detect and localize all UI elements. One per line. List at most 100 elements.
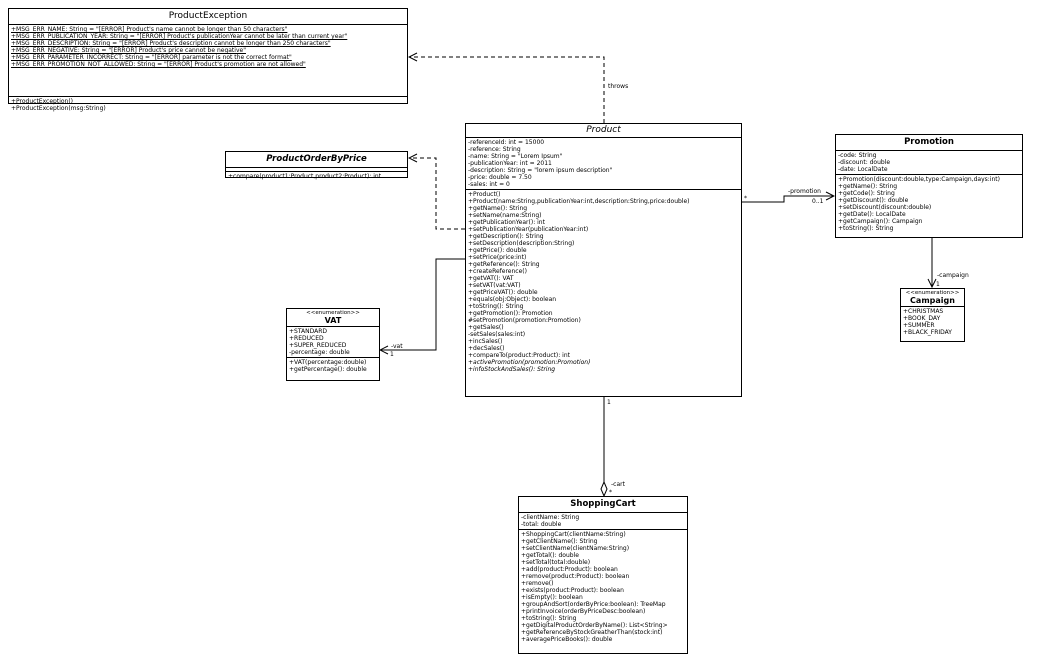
attribute: -percentage: double	[289, 349, 350, 356]
attribute: -description: String = "lorem ipsum desc…	[468, 167, 613, 174]
method: +getCode(): String	[838, 190, 895, 197]
stereotype-label: <<enumeration>>	[905, 290, 960, 296]
method: +equals(obj:Object): boolean	[468, 296, 557, 303]
promotion-source-multiplicity: *	[744, 195, 747, 202]
method: +setDiscount(discount:double)	[838, 204, 932, 211]
method: +setDescription(description:String)	[468, 240, 575, 247]
cart-role-label: -cart	[611, 481, 625, 488]
method: +getDescription(): String	[468, 233, 544, 240]
attribute: -sales: int = 0	[468, 181, 510, 188]
attribute: +MSG_ERR_NEGATIVE: String = "[ERROR] Pro…	[11, 47, 246, 54]
method: +groupAndSort(orderByPrice:boolean): Tre…	[521, 601, 666, 608]
methods-section: +compare(product1:Product,product2:Produ…	[226, 172, 407, 181]
cart-target-multiplicity: *	[609, 489, 612, 496]
method: +remove()	[521, 580, 554, 587]
aggregation-diamond-icon	[600, 480, 608, 498]
campaign-target-multiplicity: 1	[936, 281, 940, 288]
attribute: -clientName: String	[521, 514, 580, 521]
method: +setVAT(vat:VAT)	[468, 282, 521, 289]
method: +getSales()	[468, 324, 504, 331]
method: -setSales(sales:int)	[468, 331, 526, 338]
attributes-section: +MSG_ERR_NAME: String = "[ERROR] Product…	[9, 25, 407, 97]
method: +getReference(): String	[468, 261, 540, 268]
attribute: -total: double	[521, 521, 562, 528]
enum-campaign[interactable]: <<enumeration>> Campaign +CHRISTMAS +BOO…	[900, 288, 965, 342]
method: +getTotal(): double	[521, 552, 579, 559]
method: +toString(): String	[521, 615, 577, 622]
class-product[interactable]: Product -referenceId: int = 15000 -refer…	[465, 123, 742, 397]
enum-literal: +CHRISTMAS	[903, 308, 944, 315]
method: +setClientName(clientName:String)	[521, 545, 630, 552]
method: +getClientName(): String	[521, 538, 598, 545]
enum-literal: +STANDARD	[289, 328, 328, 335]
method: +VAT(percentage:double)	[289, 359, 367, 366]
literals-section: +STANDARD +REDUCED +SUPER_REDUCED -perce…	[287, 327, 379, 358]
method: +ProductException(msg:String)	[11, 105, 106, 112]
methods-section: +ShoppingCart(clientName:String) +getCli…	[519, 530, 687, 644]
method: +isEmpty(): boolean	[521, 594, 583, 601]
stereotype-label: <<enumeration>>	[306, 310, 360, 316]
abstract-method: +activePromotion(promotion:Promotion)	[468, 359, 591, 366]
method: +getName(): String	[468, 205, 528, 212]
method: +toString(): String	[468, 303, 524, 310]
attribute: -name: String = "Lorem Ipsum"	[468, 153, 563, 160]
method: +incSales()	[468, 338, 503, 345]
enum-literal: +SUPER_REDUCED	[289, 342, 347, 349]
abstract-method: +infoStockAndSales(): String	[468, 366, 556, 373]
method: #setPromotion(promotion:Promotion)	[468, 317, 581, 324]
method: +getPublicationYear(): int	[468, 219, 545, 226]
attributes-section: -clientName: String -total: double	[519, 513, 687, 530]
promotion-target-multiplicity: 0..1	[812, 198, 824, 205]
method: +Promotion(discount:double,type:Campaign…	[838, 176, 1000, 183]
method: +getDiscount(): double	[838, 197, 909, 204]
method: +getReferenceByStockGreatherThan(stock:i…	[521, 629, 663, 636]
method: +remove(product:Product): boolean	[521, 573, 630, 580]
attribute: -publicationYear: int = 2011	[468, 160, 552, 167]
method: +getPrice(): double	[468, 247, 527, 254]
class-shopping-cart[interactable]: ShoppingCart -clientName: String -total:…	[518, 496, 688, 654]
enum-literal: +SUMMER	[903, 322, 935, 329]
attribute: +MSG_ERR_PARAMETER_INCORRECT: String = "…	[11, 54, 292, 61]
attributes-section: -referenceId: int = 15000 -reference: St…	[466, 138, 741, 190]
attribute: +MSG_ERR_PROMOTION_NOT_ALLOWED: String =…	[11, 61, 306, 68]
attribute: +MSG_ERR_DESCRIPTION: String = "[ERROR] …	[11, 40, 331, 47]
promotion-role-label: -promotion	[788, 188, 821, 195]
attributes-section	[226, 168, 407, 172]
method: +toString(): String	[838, 225, 894, 232]
attribute: -date: LocalDate	[838, 166, 888, 173]
enum-literal: +BOOK_DAY	[903, 315, 941, 322]
enum-vat[interactable]: <<enumeration>> VAT +STANDARD +REDUCED +…	[286, 308, 380, 381]
campaign-role-label: -campaign	[937, 272, 969, 279]
class-product-exception[interactable]: ProductException +MSG_ERR_NAME: String =…	[8, 8, 408, 112]
throws-dependency-line	[409, 57, 605, 123]
method: +getVAT(): VAT	[468, 275, 514, 282]
literals-section: +CHRISTMAS +BOOK_DAY +SUMMER +BLACK_FRID…	[901, 307, 964, 337]
attribute: -discount: double	[838, 159, 891, 166]
class-product-order-by-price[interactable]: ProductOrderByPrice +compare(product1:Pr…	[225, 151, 408, 181]
attribute: -referenceId: int = 15000	[468, 139, 545, 146]
promotion-association-line	[742, 196, 834, 203]
method: +Product(name:String,publicationYear:int…	[468, 198, 690, 205]
method: +Product()	[468, 191, 501, 198]
order-by-price-dependency-line	[409, 158, 465, 230]
enum-literal: +REDUCED	[289, 335, 324, 342]
methods-section: +VAT(percentage:double) +getPercentage()…	[287, 358, 379, 374]
attributes-section: -code: String -discount: double -date: L…	[836, 151, 1022, 175]
methods-section: +Product() +Product(name:String,publicat…	[466, 190, 741, 374]
class-promotion[interactable]: Promotion -code: String -discount: doubl…	[835, 134, 1023, 238]
method: +setTotal(total:double)	[521, 559, 591, 566]
method: +setPublicationYear(publicationYear:int)	[468, 226, 589, 233]
method: +decSales()	[468, 345, 505, 352]
method: +compare(product1:Product,product2:Produ…	[228, 173, 382, 180]
method: +exists(product:Product): boolean	[521, 587, 624, 594]
vat-association-line	[380, 258, 465, 350]
class-name: Product	[586, 125, 621, 135]
method: +setName(name:String)	[468, 212, 542, 219]
method: +getCampaign(): Campaign	[838, 218, 923, 225]
vat-role-label: -vat	[391, 343, 403, 350]
class-name: VAT	[324, 316, 342, 325]
method: +getName(): String	[838, 183, 898, 190]
method: +compareTo(product:Product): int	[468, 352, 570, 359]
cart-source-multiplicity: 1	[607, 399, 611, 406]
